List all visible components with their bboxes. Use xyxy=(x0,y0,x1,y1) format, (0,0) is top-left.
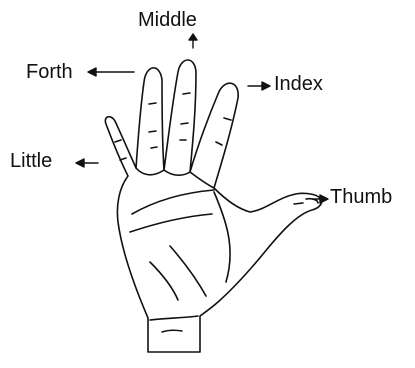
finger-crease xyxy=(216,142,222,145)
arrow-little xyxy=(76,159,98,167)
finger-separation xyxy=(164,170,190,175)
arrow-forth xyxy=(88,68,134,76)
finger-separation xyxy=(190,172,214,188)
label-thumb: Thumb xyxy=(330,187,392,207)
arrow-index xyxy=(248,82,270,90)
finger-crease xyxy=(149,131,156,132)
palm-line xyxy=(150,262,178,300)
arrow-thumb xyxy=(312,195,328,203)
palm-line-heart xyxy=(132,190,214,214)
hand-outline xyxy=(105,60,321,352)
finger-crease xyxy=(151,147,157,148)
finger-crease xyxy=(183,93,190,94)
cuff-line xyxy=(150,316,198,320)
finger-separation xyxy=(136,168,164,175)
cuff-crease xyxy=(162,330,182,332)
palm-line xyxy=(170,246,206,296)
label-index: Index xyxy=(274,74,323,94)
label-middle: Middle xyxy=(138,10,197,30)
palm-line-head xyxy=(130,214,212,232)
finger-crease xyxy=(149,103,156,104)
finger-crease xyxy=(224,118,231,120)
label-little: Little xyxy=(10,151,52,171)
arrow-middle xyxy=(189,34,197,48)
palm-line-life xyxy=(214,192,230,282)
finger-crease xyxy=(120,158,126,160)
finger-crease xyxy=(294,203,303,204)
finger-crease xyxy=(115,140,121,142)
label-forth: Forth xyxy=(26,62,73,82)
finger-crease xyxy=(181,123,188,124)
